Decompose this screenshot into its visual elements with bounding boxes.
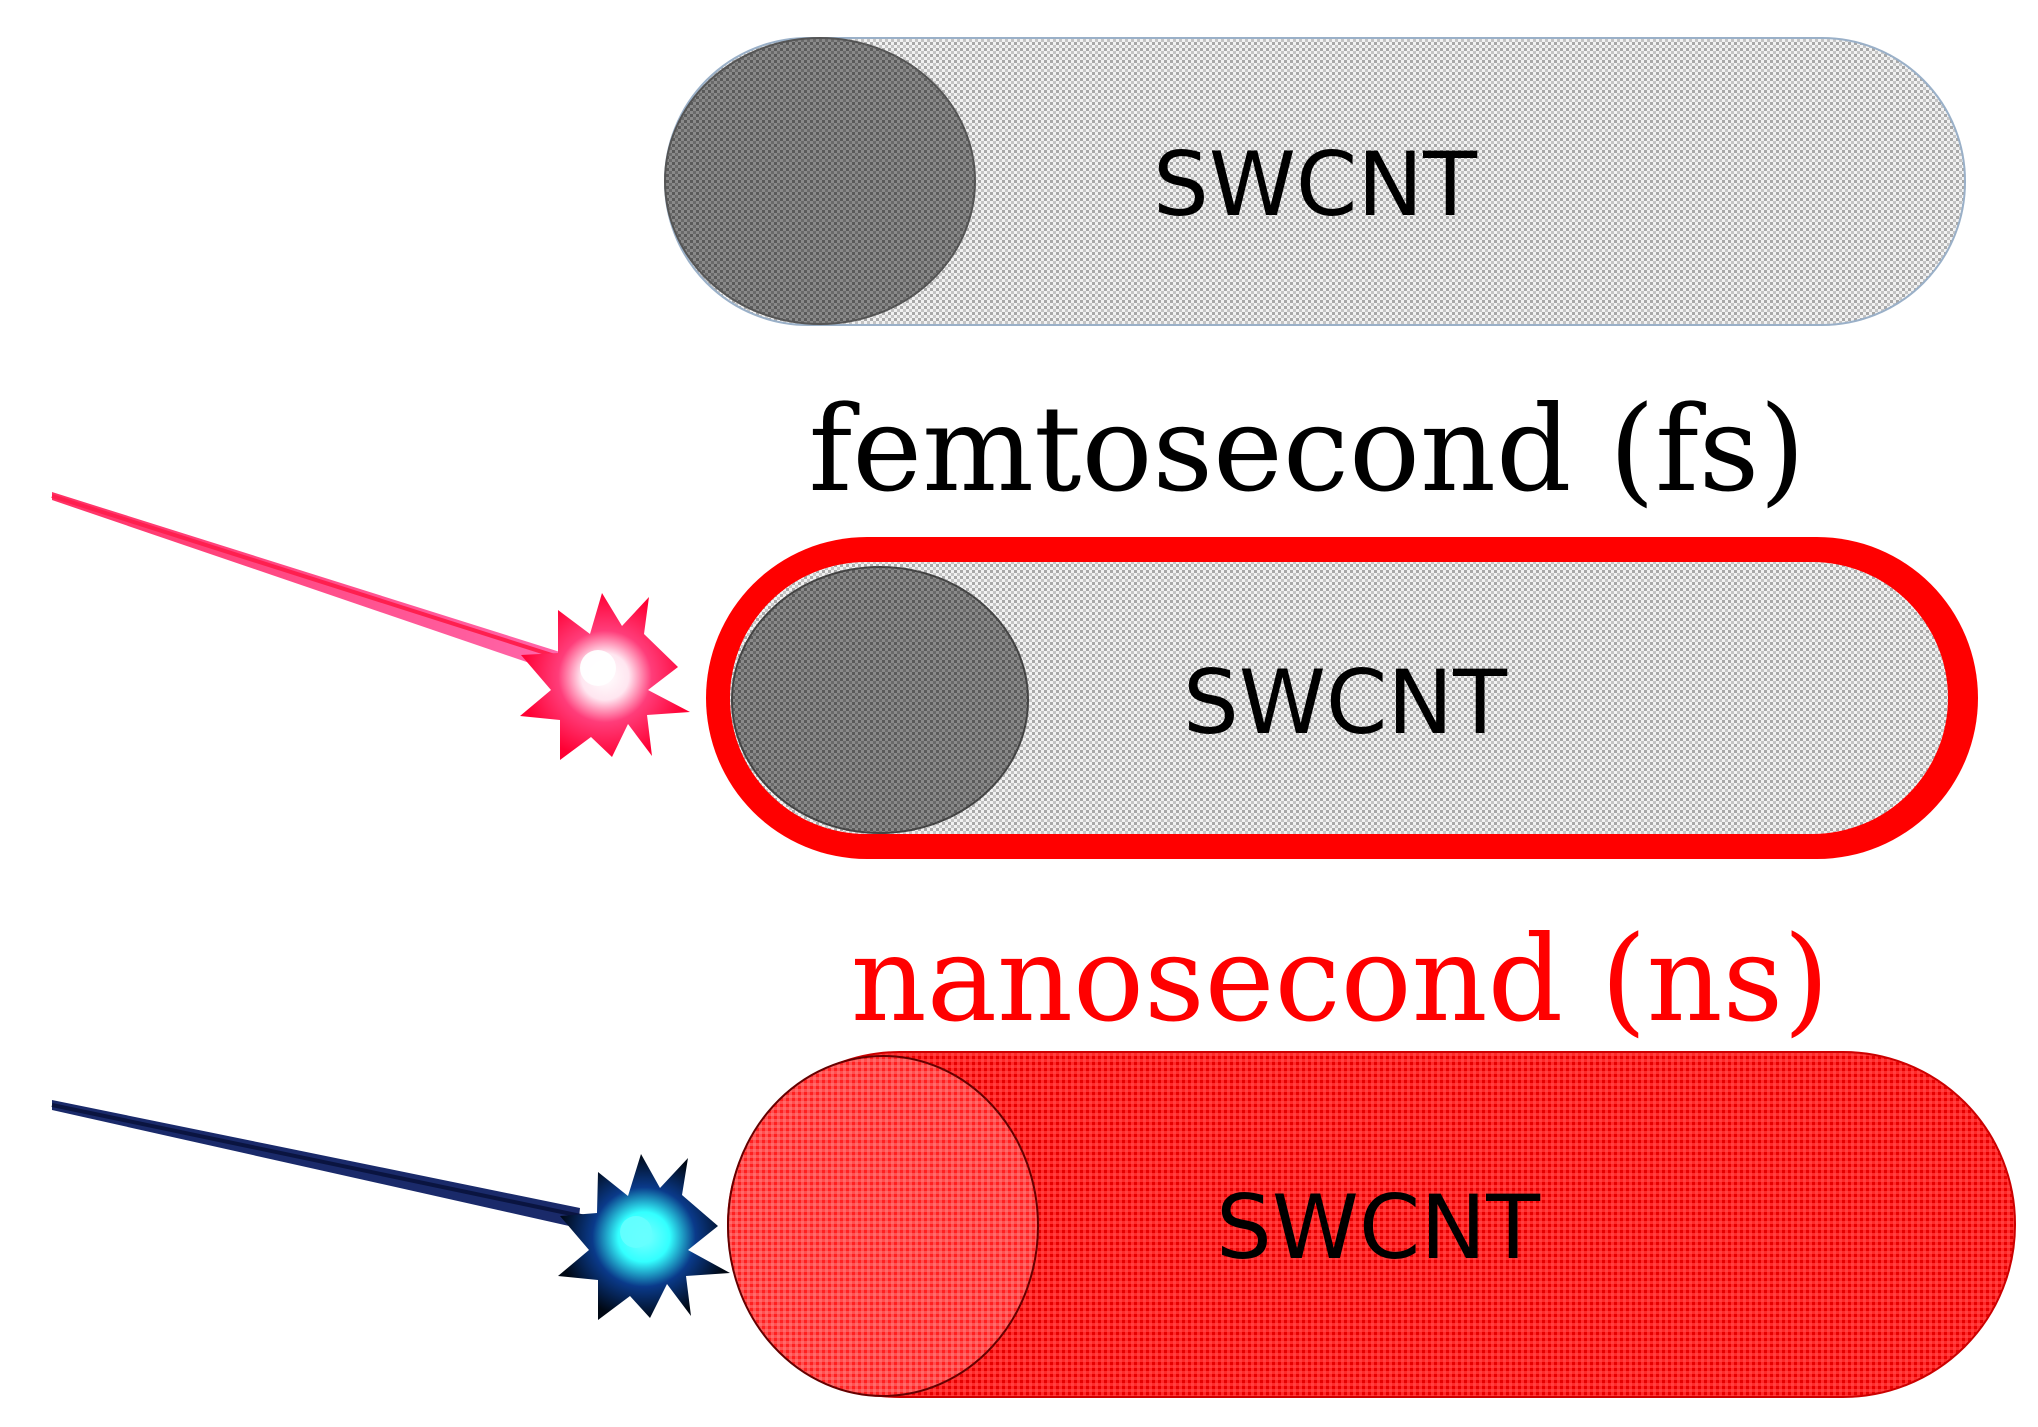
tube-top: SWCNT: [664, 37, 1966, 326]
tube-top-label: SWCNT: [1153, 133, 1478, 236]
nano-beam-core: [51, 1103, 601, 1222]
nano-beam: [52, 1100, 580, 1228]
nanosecond-laser: [51, 1100, 730, 1320]
tube-femto-body: [730, 562, 1948, 834]
nanosecond-caption: nanosecond (ns): [851, 910, 1830, 1048]
tube-femto-label: SWCNT: [1183, 651, 1508, 754]
femtosecond-laser: [51, 492, 690, 760]
tube-nanosecond: SWCNT: [727, 1051, 2016, 1398]
femto-beam-core: [51, 494, 581, 666]
tube-top-cap: [664, 37, 976, 325]
tube-femto-cap: [731, 566, 1029, 834]
tube-femtosecond: SWCNT: [706, 537, 1978, 859]
tube-nano-label: SWCNT: [1216, 1176, 1541, 1279]
tube-nano-cap: [727, 1055, 1039, 1397]
femtosecond-caption: femtosecond (fs): [809, 380, 1806, 518]
